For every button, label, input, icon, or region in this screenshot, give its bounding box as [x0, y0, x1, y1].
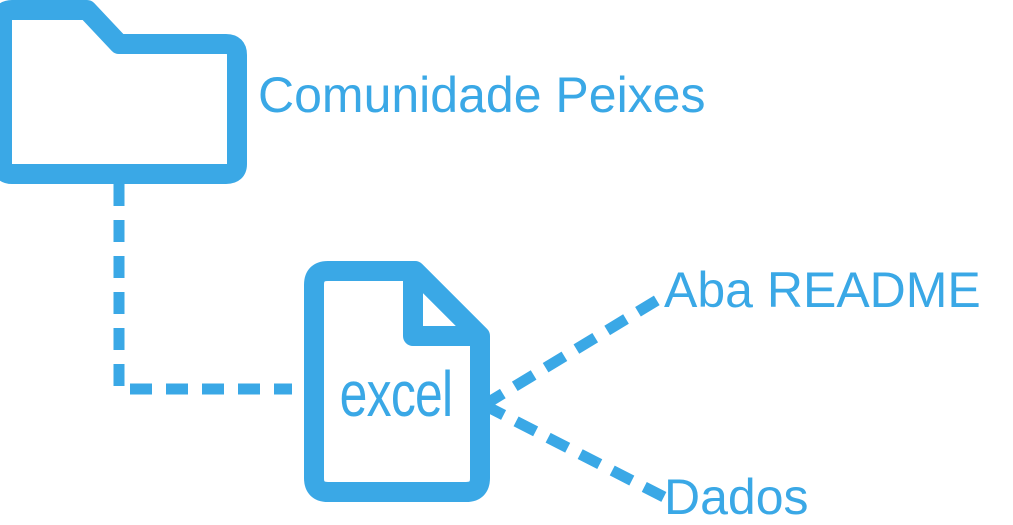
- connector-file-to-dados: [481, 400, 667, 502]
- excel-file-text: excel: [339, 358, 453, 430]
- excel-file-icon: [304, 261, 490, 502]
- sheet-label-readme: Aba README: [664, 262, 981, 318]
- sheet-label-dados: Dados: [664, 469, 809, 525]
- connector-folder-to-file: [113, 184, 292, 395]
- connector-file-to-readme: [481, 291, 667, 410]
- folder-label: Comunidade Peixes: [258, 67, 706, 123]
- folder-icon: [0, 0, 247, 184]
